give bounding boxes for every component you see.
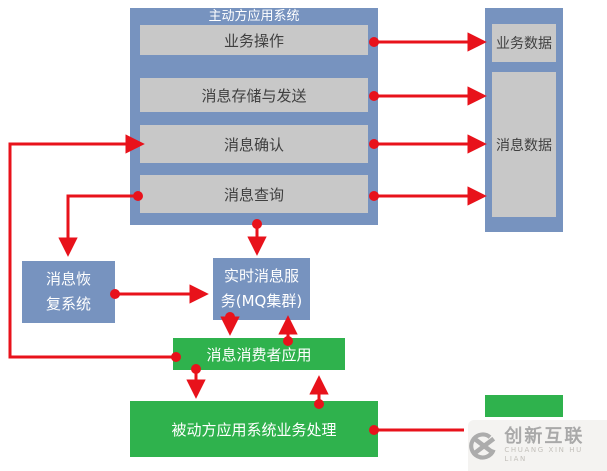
recovery-system-box: 消息恢 复系统 [22, 261, 115, 323]
message-data-box: 消息数据 [492, 72, 556, 217]
active-system-container: 主动方应用系统 业务操作 消息存储与发送 消息确认 消息查询 [130, 8, 378, 225]
data-store-container: 业务数据 消息数据 [485, 8, 563, 232]
recovery-system-label-line2: 复系统 [45, 295, 91, 313]
brand-text: 创新互联 CHUANG XIN HU LIAN [504, 427, 607, 464]
recovery-system-label-line1: 消息恢 [45, 270, 91, 288]
module-message-store-send-label: 消息存储与发送 [201, 86, 307, 105]
brand-name: 创新互联 [504, 426, 585, 447]
mq-service-box: 实时消息服 务(MQ集群) [213, 258, 310, 320]
mq-service-label-line2: 务(MQ集群) [220, 292, 303, 310]
green-rect-decoration [485, 395, 563, 417]
passive-system-label: 被动方应用系统业务处理 [171, 420, 337, 439]
module-message-query-label: 消息查询 [223, 185, 284, 204]
brand-subtext: CHUANG XIN HU LIAN [504, 446, 583, 463]
passive-system-box: 被动方应用系统业务处理 [130, 401, 378, 457]
module-message-store-send: 消息存储与发送 [140, 78, 368, 112]
module-message-query: 消息查询 [140, 175, 368, 213]
consumer-app-box: 消息消费者应用 [173, 338, 345, 370]
mq-service-label-line1: 实时消息服 [223, 267, 299, 285]
business-data-label: 业务数据 [496, 36, 552, 52]
module-business-operation-label: 业务操作 [223, 31, 284, 50]
module-message-confirm-label: 消息确认 [223, 135, 284, 154]
arrow-query-to-recovery [58, 194, 138, 257]
module-message-confirm: 消息确认 [140, 125, 368, 163]
active-system-title: 主动方应用系统 [208, 9, 300, 24]
brand-watermark: 创新互联 CHUANG XIN HU LIAN [468, 420, 607, 471]
cx-circle-x-icon [469, 431, 497, 460]
consumer-app-label: 消息消费者应用 [206, 345, 312, 364]
module-business-operation: 业务操作 [140, 25, 368, 55]
message-data-label: 消息数据 [496, 137, 552, 154]
business-data-box: 业务数据 [492, 24, 556, 62]
